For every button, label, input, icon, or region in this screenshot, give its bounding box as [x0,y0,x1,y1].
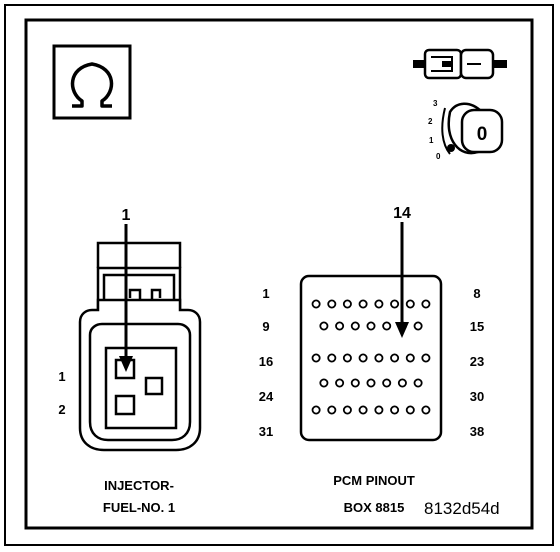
pcm-pin-9 [319,321,329,331]
pcm-pin-13 [382,321,392,331]
pcm-pin-21 [390,353,400,363]
inner-border [24,18,534,530]
pcm-pin-29 [397,378,407,388]
pcm-row-start-label-3: 16 [259,354,273,369]
pcm-pin-22 [405,353,415,363]
pcm-pin-36 [390,405,400,415]
key-position-3: 3 [433,99,438,108]
ignition-key-off-icon: 0 3 2 1 0 [428,99,504,161]
figure-code: 8132d54d [424,499,500,518]
pcm-pin-17 [327,353,337,363]
pcm-pin-23 [421,353,431,363]
pcm-pin-20 [374,353,384,363]
pcm-row-end-label-2: 15 [470,319,484,334]
pcm-pin-27 [366,378,376,388]
injector-callout-arrowhead [119,356,133,372]
key-position-1: 1 [429,136,434,145]
pcm-pin-12 [366,321,376,331]
key-position-0: 0 [436,152,441,161]
pcm-row-start-label-5: 31 [259,424,273,439]
pcm-row-end-label-1: 8 [473,286,480,301]
pcm-row-start-label-1: 1 [262,286,269,301]
pcm-caption-line1: PCM PINOUT [333,473,415,488]
key-position-2: 2 [428,117,433,126]
pcm-pin-26 [350,378,360,388]
injector-side-label-1: 1 [58,369,65,384]
injector-side-label-2: 2 [58,402,65,417]
pcm-pin-32 [327,405,337,415]
pcm-pin-34 [358,405,368,415]
pcm-pin-15 [413,321,423,331]
pcm-pin-24 [319,378,329,388]
injector-cavity-3 [144,376,164,396]
pcm-callout-number: 14 [393,205,411,222]
pcm-pin-8 [421,299,431,309]
injector-cavity-2 [114,394,136,416]
pcm-pin-33 [342,405,352,415]
pcm-row-end-label-4: 30 [470,389,484,404]
pcm-pin-35 [374,405,384,415]
pcm-pin-31 [311,405,321,415]
pcm-pin-1 [311,299,321,309]
connector-disconnected-icon [413,48,507,80]
pcm-row-start-label-4: 24 [259,389,274,404]
outer-border [4,4,554,546]
pcm-pin-6 [390,299,400,309]
pcm-pin-37 [405,405,415,415]
injector-caption-line1: INJECTOR- [104,478,174,493]
pcm-pin-4 [358,299,368,309]
pcm-pin-18 [342,353,352,363]
pcm-pin-25 [335,378,345,388]
pcm-caption-line2: BOX 8815 [344,500,405,515]
pcm-pin-2 [327,299,337,309]
pcm-callout-arrowhead [395,322,409,338]
pcm-pin-10 [335,321,345,331]
pcm-row-end-label-5: 38 [470,424,484,439]
pcm-pin-5 [374,299,384,309]
pcm-pin-38 [421,405,431,415]
pcm-pin-3 [342,299,352,309]
pcm-pin-28 [382,378,392,388]
pcm-row-end-label-3: 23 [470,354,484,369]
ohm-symbol-icon [52,44,132,120]
pcm-pin-11 [350,321,360,331]
pcm-pin-16 [311,353,321,363]
pcm-pin-19 [358,353,368,363]
pcm-pin-grid [311,299,431,415]
pcm-pin-7 [405,299,415,309]
injector-callout-number: 1 [122,207,131,224]
pcm-connector-body [299,274,443,442]
pcm-row-start-label-2: 9 [262,319,269,334]
key-letter: 0 [477,124,488,145]
pcm-pin-30 [413,378,423,388]
injector-caption-line2: FUEL-NO. 1 [103,500,175,515]
injector-connector [78,241,202,452]
